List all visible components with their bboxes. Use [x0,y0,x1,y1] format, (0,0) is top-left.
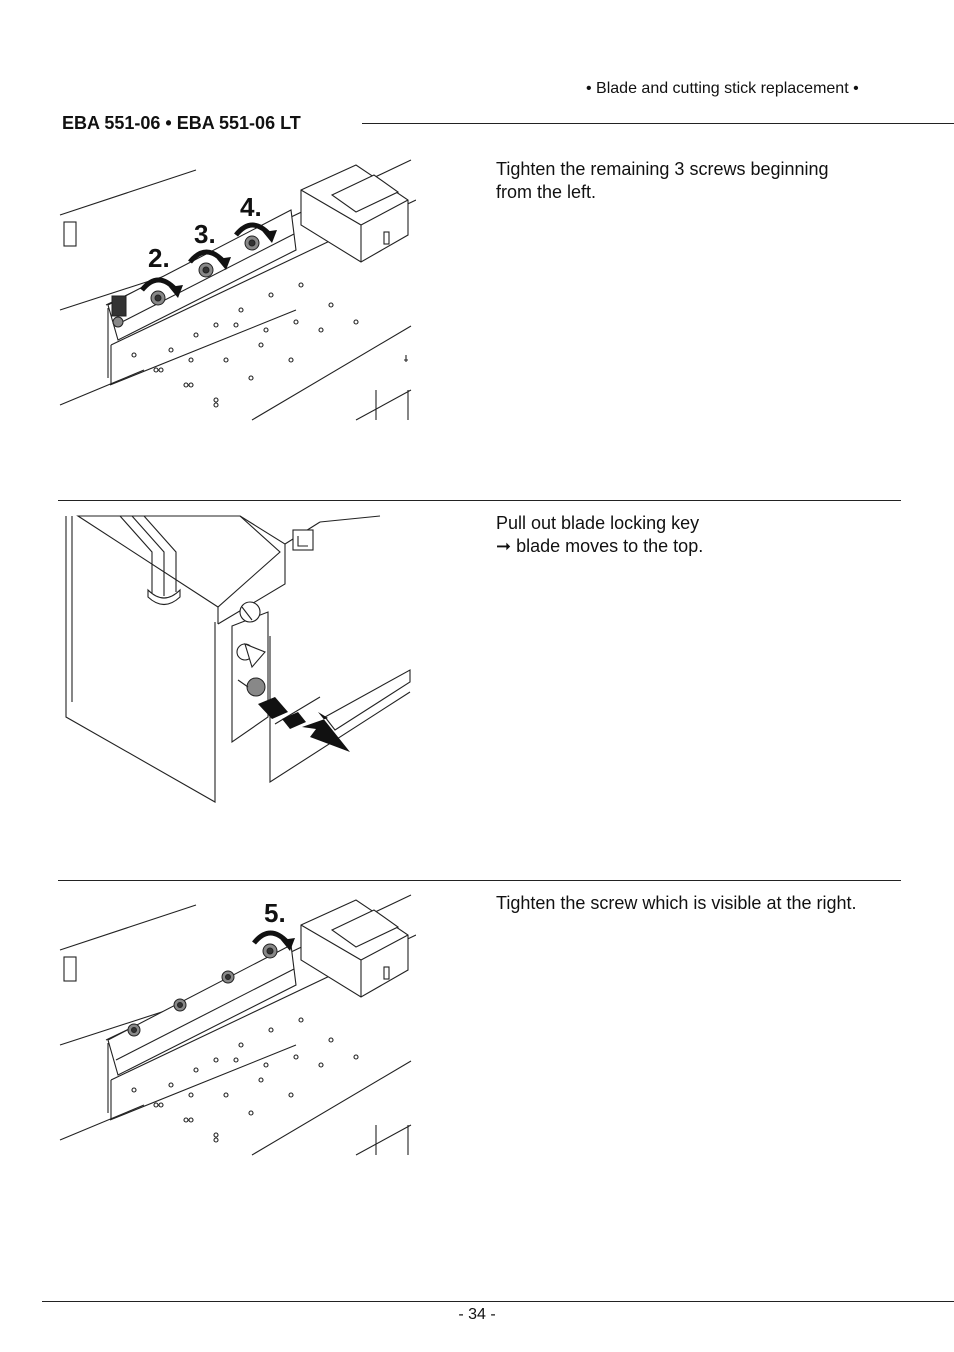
step-1-text: Tighten the remaining 3 screws beginning… [496,159,829,202]
step-1-label-2: 2. [148,243,170,273]
step-1-illustration: 2. 3. 4. [59,159,416,421]
step-3-text: Tighten the screw which is visible at th… [496,893,857,913]
step-2-illustration [65,515,411,803]
section-divider-2 [58,880,901,881]
step-2-text: Pull out blade locking key ➞ blade moves… [496,513,704,556]
step-1-label-4: 4. [240,192,262,222]
document-title: EBA 551-06 • EBA 551-06 LT [62,113,301,133]
step-1-label-3: 3. [194,219,216,249]
section-divider-1 [58,500,901,501]
step-3-label-5: 5. [264,898,286,928]
section-title: • Blade and cutting stick replacement • [586,80,859,97]
footer-rule [42,1301,954,1302]
step-3-illustration: 5. [59,894,416,1156]
page-number: - 34 - [458,1306,496,1323]
header-rule [362,123,954,124]
